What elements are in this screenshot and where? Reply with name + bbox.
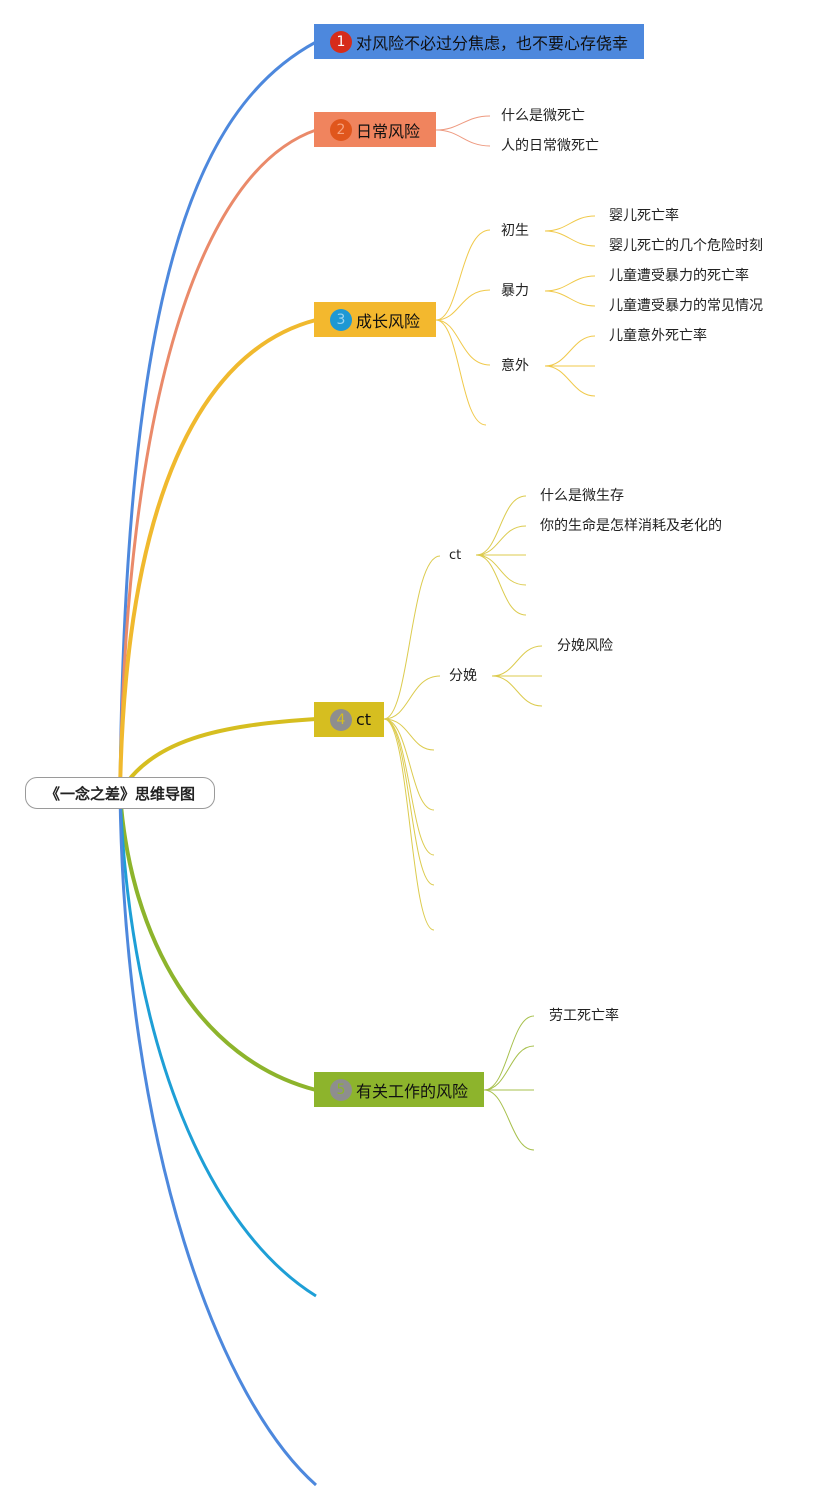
topic-2-badge: 2 [330, 118, 352, 141]
topic-5-label: 有关工作的风险 [356, 1081, 469, 1101]
branch-line-5 [118, 792, 317, 1092]
topic-3-sub-1[interactable]: 初生 [501, 223, 529, 239]
topic-1[interactable]: 1 对风险不必过分焦虑，也不要心存侥幸 [314, 24, 644, 59]
topic-2-child-1[interactable]: 什么是微死亡 [501, 108, 585, 124]
branch-line-6 [118, 792, 317, 1298]
branch-line-2 [118, 128, 317, 794]
topic-4-sub-1-child-2[interactable]: 你的生命是怎样消耗及老化的 [540, 518, 722, 534]
topic-2-child-2[interactable]: 人的日常微死亡 [501, 138, 599, 154]
topic-2-label: 日常风险 [356, 121, 421, 141]
topic-4-sub-2-child-1[interactable]: 分娩风险 [557, 638, 613, 654]
topic-3-sub-2-child-2[interactable]: 儿童遭受暴力的常见情况 [609, 298, 763, 314]
topic-3-sub-3-child-1[interactable]: 儿童意外死亡率 [609, 328, 707, 344]
branch-line-7 [118, 792, 317, 1487]
topic-5-badge: 5 [330, 1078, 352, 1101]
topic-4-sub-1-child-1[interactable]: 什么是微生存 [540, 488, 624, 504]
topic-1-badge: 1 [330, 30, 352, 53]
topic-5-child-1[interactable]: 劳工死亡率 [549, 1008, 619, 1024]
topic-4-sub-1[interactable]: ct [449, 548, 462, 563]
root-node[interactable]: 《一念之差》思维导图 [25, 777, 215, 809]
topic-3-sub-1-child-1[interactable]: 婴儿死亡率 [609, 208, 679, 224]
topic-4-sub-2[interactable]: 分娩 [449, 668, 477, 684]
topic-4[interactable]: 4 ct [314, 702, 384, 737]
topic-3-sub-2[interactable]: 暴力 [501, 283, 529, 299]
topic-2[interactable]: 2 日常风险 [314, 112, 436, 147]
topic-3-label: 成长风险 [356, 311, 421, 331]
topic-3-sub-2-child-1[interactable]: 儿童遭受暴力的死亡率 [609, 268, 749, 284]
branch-line-1 [118, 40, 317, 794]
topic-3-badge: 3 [330, 308, 352, 331]
root-label: 《一念之差》思维导图 [44, 784, 195, 803]
topic-3-sub-1-child-2[interactable]: 婴儿死亡的几个危险时刻 [609, 238, 763, 254]
topic-4-label: ct [356, 710, 372, 729]
topic-1-label: 对风险不必过分焦虑，也不要心存侥幸 [356, 33, 629, 53]
topic-3[interactable]: 3 成长风险 [314, 302, 436, 337]
branch-line-4 [118, 717, 317, 794]
topic-4-badge: 4 [330, 708, 352, 731]
topic-3-sub-3[interactable]: 意外 [501, 358, 529, 374]
topic-5[interactable]: 5 有关工作的风险 [314, 1072, 484, 1107]
branch-line-3 [118, 318, 317, 794]
